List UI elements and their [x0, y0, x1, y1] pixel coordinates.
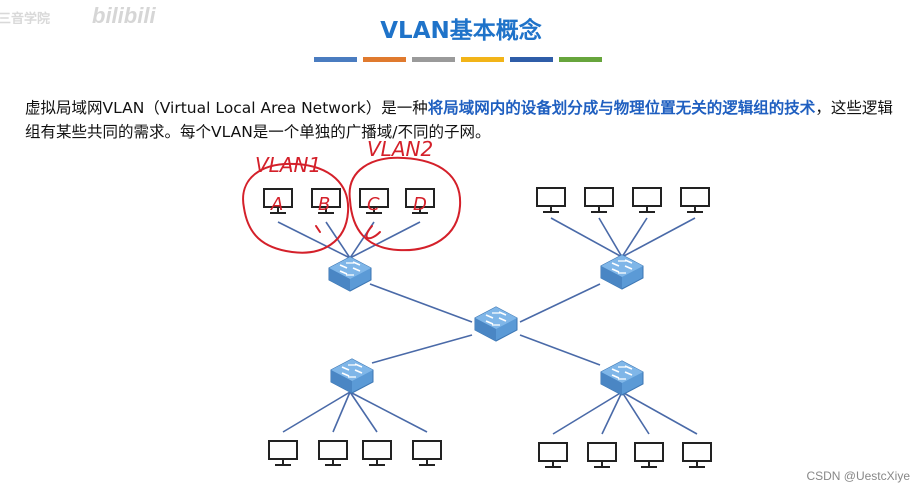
pc-icon — [412, 440, 442, 466]
definition-part2: ，这些逻辑组有某些共同的需求。每个VLAN是一个单独的广播域/不同的子网。 — [25, 99, 893, 141]
color-bar — [559, 57, 602, 62]
network-links — [277, 217, 698, 435]
switch-icon — [474, 306, 518, 342]
pc-icon — [538, 442, 568, 468]
pc-icon — [536, 187, 566, 213]
bilibili-watermark: bilibili — [92, 3, 156, 28]
watermark-left: 三音学院 — [0, 12, 51, 24]
pc-icon — [682, 442, 712, 468]
color-bar — [461, 57, 504, 62]
pc-icon — [587, 442, 617, 468]
color-bar — [314, 57, 357, 62]
color-bar — [510, 57, 553, 62]
pc-icon — [680, 187, 710, 213]
pc-icon — [318, 440, 348, 466]
vlan2-ellipse — [348, 156, 462, 252]
pc-icon — [634, 442, 664, 468]
pc-label-c: C — [367, 194, 380, 215]
handwritten-annotations — [242, 156, 462, 254]
pc-icon — [362, 440, 392, 466]
pc-label-b: B — [318, 194, 330, 215]
vlan1-label: VLAN1 — [255, 153, 321, 177]
switch-icon — [330, 358, 374, 394]
switch-icon — [600, 360, 644, 396]
pc-icon — [632, 187, 662, 213]
pc-label-a: A — [270, 194, 283, 215]
definition-part1: 虚拟局域网VLAN（Virtual Local Area Network）是一种 — [25, 99, 428, 117]
vlan2-label: VLAN2 — [367, 137, 433, 161]
vlan1-ellipse — [242, 162, 350, 254]
switch-icon — [600, 254, 644, 290]
definition-highlight: 将局域网内的设备划分成与物理位置无关的逻辑组的技术 — [427, 99, 816, 117]
pc-icon — [268, 440, 298, 466]
switch-icon — [328, 256, 372, 292]
footer-credit: CSDN @UestcXiye — [806, 469, 910, 483]
definition-paragraph: 虚拟局域网VLAN（Virtual Local Area Network）是一种… — [25, 96, 905, 144]
pc-label-d: D — [413, 194, 427, 215]
pc-icon — [584, 187, 614, 213]
color-bar — [412, 57, 455, 62]
slide-title: VLAN基本概念 — [380, 18, 542, 44]
color-bar — [363, 57, 406, 62]
title-color-bars — [314, 57, 602, 62]
